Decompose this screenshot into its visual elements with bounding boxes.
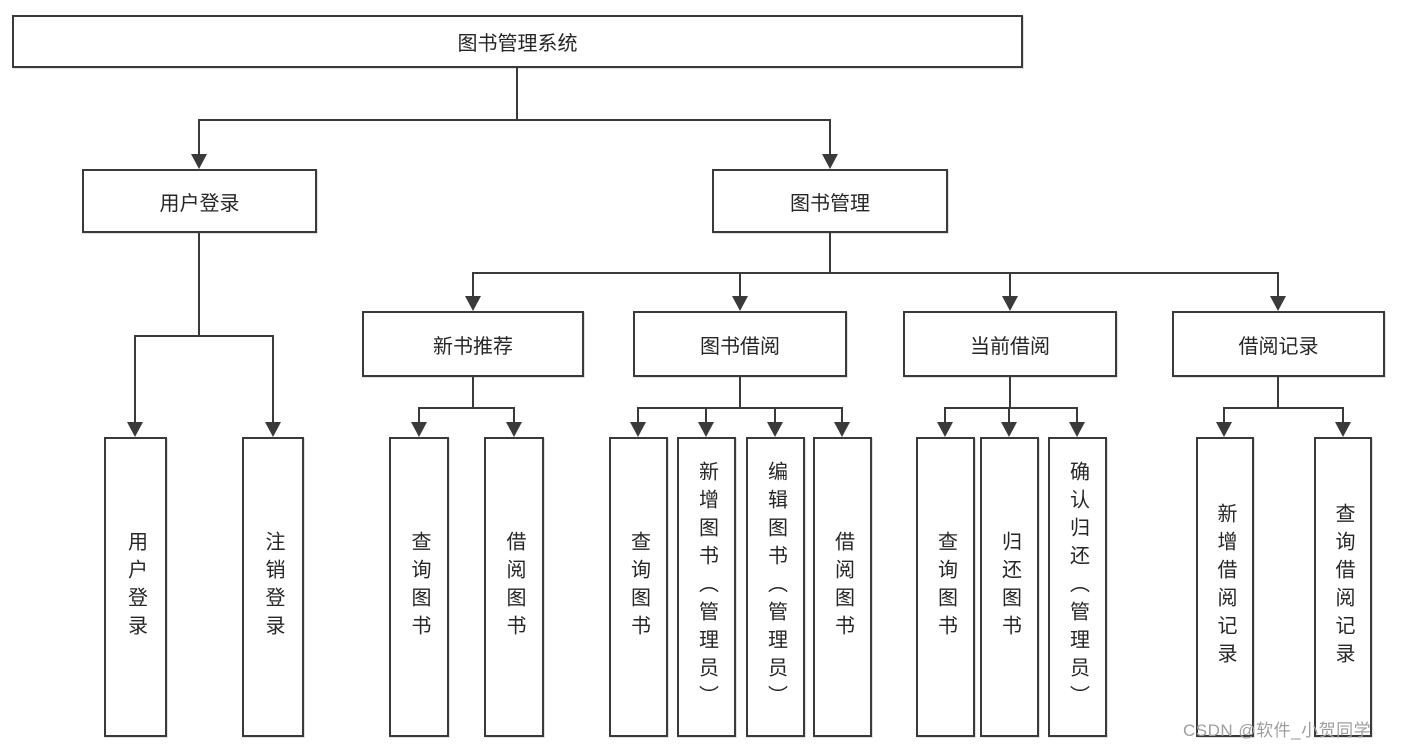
connector-line <box>944 407 1078 409</box>
node-borrowing-records: 借阅记录 <box>1172 311 1385 377</box>
leaf-query-books-borrowing: 查询图书 <box>609 437 668 737</box>
leaf-query-borrow-record: 查询借阅记录 <box>1314 437 1372 737</box>
connector-line <box>739 273 741 298</box>
node-label: 归还图书 <box>998 531 1021 643</box>
connector-line <box>1223 407 1344 409</box>
node-label: 确认归还（管理员） <box>1066 461 1089 713</box>
arrow-down-icon <box>1002 296 1018 311</box>
node-current-borrowing: 当前借阅 <box>903 311 1117 377</box>
arrow-down-icon <box>732 296 748 311</box>
arrow-down-icon <box>698 422 714 437</box>
connector-line <box>1009 377 1011 408</box>
leaf-edit-books-admin: 编辑图书（管理员） <box>746 437 805 737</box>
leaf-logout: 注销登录 <box>242 437 304 737</box>
connector-line <box>944 407 946 424</box>
connector-line <box>774 407 776 424</box>
leaf-borrow-books-recommend: 借阅图书 <box>484 437 544 737</box>
node-new-book-recommendation: 新书推荐 <box>362 311 584 377</box>
node-label: 编辑图书（管理员） <box>764 461 787 713</box>
connector-line <box>739 377 741 408</box>
connector-line <box>418 407 420 424</box>
leaf-query-books-current: 查询图书 <box>916 437 975 737</box>
arrow-down-icon <box>127 422 143 437</box>
arrow-down-icon <box>937 422 953 437</box>
arrow-down-icon <box>1001 422 1017 437</box>
node-label: 借阅记录 <box>1238 335 1319 358</box>
node-book-management: 图书管理 <box>712 169 948 233</box>
node-label: 查询图书 <box>934 531 957 643</box>
arrow-down-icon <box>191 154 207 169</box>
node-library-management-system: 图书管理系统 <box>12 15 1023 68</box>
connector-line <box>1008 407 1010 424</box>
leaf-borrow-books: 借阅图书 <box>813 437 872 737</box>
connector-line <box>472 272 1279 274</box>
node-label: 图书管理 <box>790 192 870 215</box>
node-label: 查询借阅记录 <box>1332 503 1354 671</box>
node-label: 当前借阅 <box>970 335 1050 358</box>
node-label: 新增借阅记录 <box>1214 503 1236 671</box>
node-label: 用户登录 <box>159 192 240 215</box>
leaf-add-books-admin: 新增图书（管理员） <box>677 437 736 737</box>
connector-line <box>841 407 843 424</box>
connector-line <box>637 407 843 409</box>
node-label: 借阅图书 <box>831 531 854 643</box>
arrow-down-icon <box>506 422 522 437</box>
connector-line <box>198 119 831 121</box>
connector-line <box>829 120 831 156</box>
connector-line <box>637 407 639 424</box>
arrow-down-icon <box>1335 422 1351 437</box>
connector-line <box>198 120 200 156</box>
node-label: 查询图书 <box>408 531 430 643</box>
csdn-watermark: CSDN @软件_小贺同学 <box>1183 721 1372 740</box>
connector-line <box>198 232 200 337</box>
connector-line <box>513 407 515 424</box>
connector-line <box>134 336 136 424</box>
connector-line <box>272 336 274 424</box>
connector-line <box>516 67 518 120</box>
arrow-down-icon <box>630 422 646 437</box>
connector-line <box>1076 407 1078 424</box>
connector-line <box>1223 407 1225 424</box>
arrow-down-icon <box>1270 296 1286 311</box>
connector-line <box>472 273 474 298</box>
connector-line <box>472 377 474 408</box>
arrow-down-icon <box>767 422 783 437</box>
node-label: 借阅图书 <box>503 531 525 643</box>
arrow-down-icon <box>465 296 481 311</box>
leaf-query-books-recommend: 查询图书 <box>389 437 449 737</box>
connector-line <box>134 335 274 337</box>
node-label: 查询图书 <box>627 531 650 643</box>
node-book-borrowing: 图书借阅 <box>633 311 847 377</box>
connector-line <box>705 407 707 424</box>
connector-line <box>829 232 831 274</box>
leaf-confirm-return-admin: 确认归还（管理员） <box>1048 437 1107 737</box>
connector-line <box>1277 273 1279 298</box>
arrow-down-icon <box>822 154 838 169</box>
node-label: 新增图书（管理员） <box>695 461 718 713</box>
arrow-down-icon <box>411 422 427 437</box>
connector-line <box>1009 273 1011 298</box>
node-label: 图书管理系统 <box>457 33 578 55</box>
leaf-add-borrow-record: 新增借阅记录 <box>1196 437 1254 737</box>
node-label: 用户登录 <box>124 531 147 643</box>
connector-line <box>1277 377 1279 408</box>
node-label: 注销登录 <box>262 531 284 643</box>
arrow-down-icon <box>1216 422 1232 437</box>
node-user-login: 用户登录 <box>82 169 317 233</box>
node-label: 新书推荐 <box>433 335 513 358</box>
arrow-down-icon <box>1069 422 1085 437</box>
connector-line <box>1342 407 1344 424</box>
connector-line <box>418 407 515 409</box>
arrow-down-icon <box>834 422 850 437</box>
node-label: 图书借阅 <box>700 335 780 358</box>
arrow-down-icon <box>265 422 281 437</box>
leaf-user-login: 用户登录 <box>104 437 167 737</box>
leaf-return-books: 归还图书 <box>980 437 1039 737</box>
